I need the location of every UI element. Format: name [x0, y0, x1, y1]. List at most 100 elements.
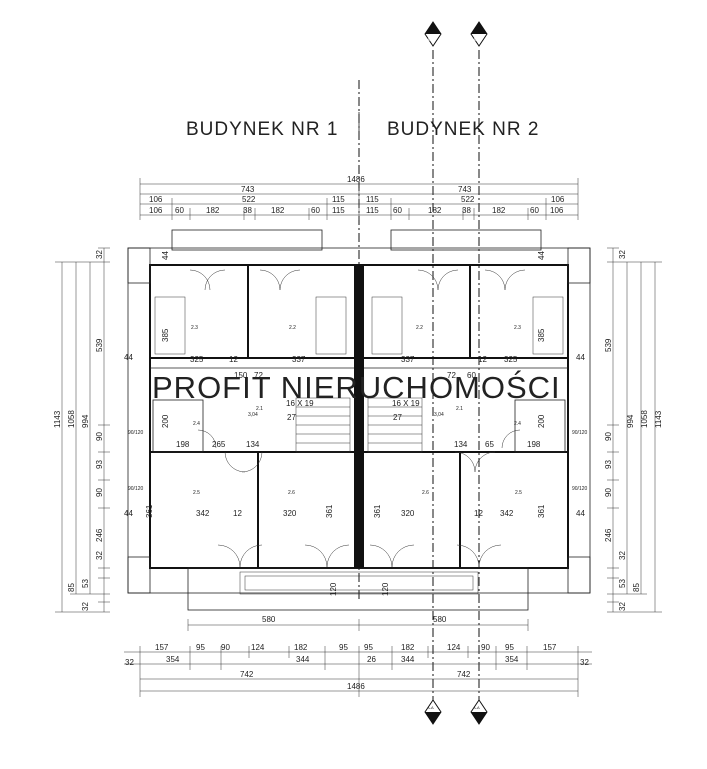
b2-vert-2: 361 [537, 504, 546, 518]
left-dim-c9: 32 [81, 602, 90, 611]
top-dim-r3-0: 106 [149, 195, 163, 204]
bottom-dim-r3-4: 344 [401, 655, 415, 664]
room-b2-0: 2.2 [416, 325, 423, 331]
room-b2-1: 2.3 [514, 325, 521, 331]
b2-misc-5: 60 [467, 371, 476, 380]
bottom-dim-r2-4: 182 [294, 643, 308, 652]
b2-upper-0: 337 [401, 355, 415, 364]
left-dim-outer: 1143 [53, 410, 62, 428]
bottom-dim-r2-6: 95 [364, 643, 373, 652]
left-dim-c5: 246 [95, 528, 104, 542]
room-b1-0: 2.3 [191, 325, 198, 331]
svg-text:A-A: A-A [427, 37, 434, 42]
svg-text:A-A: A-A [427, 705, 434, 710]
bottom-dim-r2-5: 95 [339, 643, 348, 652]
left-dim-c8: 85 [67, 583, 76, 592]
left-dim-c4: 90 [95, 488, 104, 497]
top-dim-r4-1: 60 [175, 206, 184, 215]
left-dim-c1: 539 [95, 338, 104, 352]
bottom-dim-r4-1: 742 [457, 670, 471, 679]
b1-upper-1: 325 [190, 355, 204, 364]
bottom-dim-r3-1: 354 [166, 655, 180, 664]
svg-text:A-A: A-A [473, 705, 480, 710]
top-dim-r4-8: 60 [393, 206, 402, 215]
b1-misc-7: 27 [287, 413, 296, 422]
top-dim-r4-10: 38 [462, 206, 471, 215]
svg-text:A-A: A-A [473, 37, 480, 42]
bottom-dim-r3-2: 344 [296, 655, 310, 664]
left-dim-inner: 994 [81, 414, 90, 428]
b2-upper-1: 12 [478, 355, 487, 364]
bottom-dimensions [124, 619, 592, 697]
bottom-dim-r2-0: 157 [155, 643, 169, 652]
right-dim-c0: 32 [618, 250, 627, 259]
axis-marker-top-right: A-A [470, 21, 488, 47]
bottom-dim-r2-7: 182 [401, 643, 415, 652]
top-dimensions [139, 178, 579, 220]
bottom-dim-r3-5: 354 [505, 655, 519, 664]
room-b2-2: 2.1 [456, 406, 463, 412]
b1-lower-1: 342 [196, 509, 210, 518]
bottom-dim-r2-1: 95 [196, 643, 205, 652]
bottom-dim-r3-0: 32 [125, 658, 134, 667]
right-dim-outer: 1143 [654, 410, 663, 428]
b2-misc-7: 27 [393, 413, 402, 422]
bottom-misc-0: 120 [329, 582, 338, 596]
room-b2-3: 2.4 [514, 421, 521, 427]
top-dim-half-right: 743 [458, 185, 472, 194]
window-label-0: 90/120 [128, 430, 144, 436]
top-dim-r3-3: 115 [366, 195, 379, 204]
top-dim-r4-5: 60 [311, 206, 320, 215]
top-dim-r4-9: 182 [428, 206, 442, 215]
right-dim-c5: 246 [604, 528, 613, 542]
b2-vert-3: 44 [537, 251, 546, 260]
b1-lower-0: 44 [124, 509, 133, 518]
room-b2-4: 2.6 [422, 490, 429, 496]
b1-misc-8: 3,04 [248, 412, 258, 418]
axis-marker-bottom-right: A-A [470, 699, 488, 725]
top-dim-r4-11: 182 [492, 206, 506, 215]
b2-lower-3: 44 [576, 509, 585, 518]
bottom-dim-r2-3: 124 [251, 643, 265, 652]
bottom-dim-r2-11: 157 [543, 643, 557, 652]
b1-misc-2: 134 [246, 440, 260, 449]
top-dim-r4-6: 115 [332, 206, 345, 215]
right-dim-c8: 85 [632, 583, 641, 592]
b1-vert-2: 361 [325, 504, 334, 518]
left-dim-c0: 32 [95, 250, 104, 259]
bottom-dim-r1-1: 580 [433, 615, 447, 624]
b2-misc-8: 3,04 [434, 412, 444, 418]
room-b1-4: 2.5 [193, 490, 200, 496]
top-dim-r4-4: 182 [271, 206, 285, 215]
bottom-dim-r2-8: 124 [447, 643, 461, 652]
top-dim-r4-13: 106 [550, 206, 564, 215]
bottom-dim-r3-6: 32 [580, 658, 589, 667]
window-label-3: 90/120 [572, 486, 588, 492]
b2-misc-4: 72 [447, 371, 456, 380]
b2-misc-0: 134 [454, 440, 468, 449]
axis-marker-top-left: A-A [424, 21, 442, 47]
bottom-dim-r1-0: 580 [262, 615, 276, 624]
right-dim-mid: 1058 [640, 410, 649, 428]
b2-vert-1: 361 [373, 504, 382, 518]
b1-misc-3: 200 [161, 414, 170, 428]
left-dim-c2: 90 [95, 432, 104, 441]
b2-misc-3: 200 [537, 414, 546, 428]
b2-misc-1: 65 [485, 440, 494, 449]
top-dim-r4-3: 38 [243, 206, 252, 215]
bottom-dim-r2-2: 90 [221, 643, 230, 652]
b2-upper-3: 44 [576, 353, 585, 362]
b2-misc-2: 198 [527, 440, 541, 449]
b1-lower-3: 320 [283, 509, 297, 518]
right-dim-c2: 90 [604, 432, 613, 441]
top-dim-r4-12: 60 [530, 206, 539, 215]
b2-lower-1: 12 [474, 509, 483, 518]
top-dim-r4-7: 115 [366, 206, 379, 215]
building-1-title: BUDYNEK NR 1 [186, 119, 338, 140]
left-dim-c6: 32 [95, 551, 104, 560]
axis-marker-bottom-left: A-A [424, 699, 442, 725]
b1-upper-3: 337 [292, 355, 306, 364]
top-dim-r4-0: 106 [149, 206, 163, 215]
b1-misc-5: 72 [254, 371, 263, 380]
